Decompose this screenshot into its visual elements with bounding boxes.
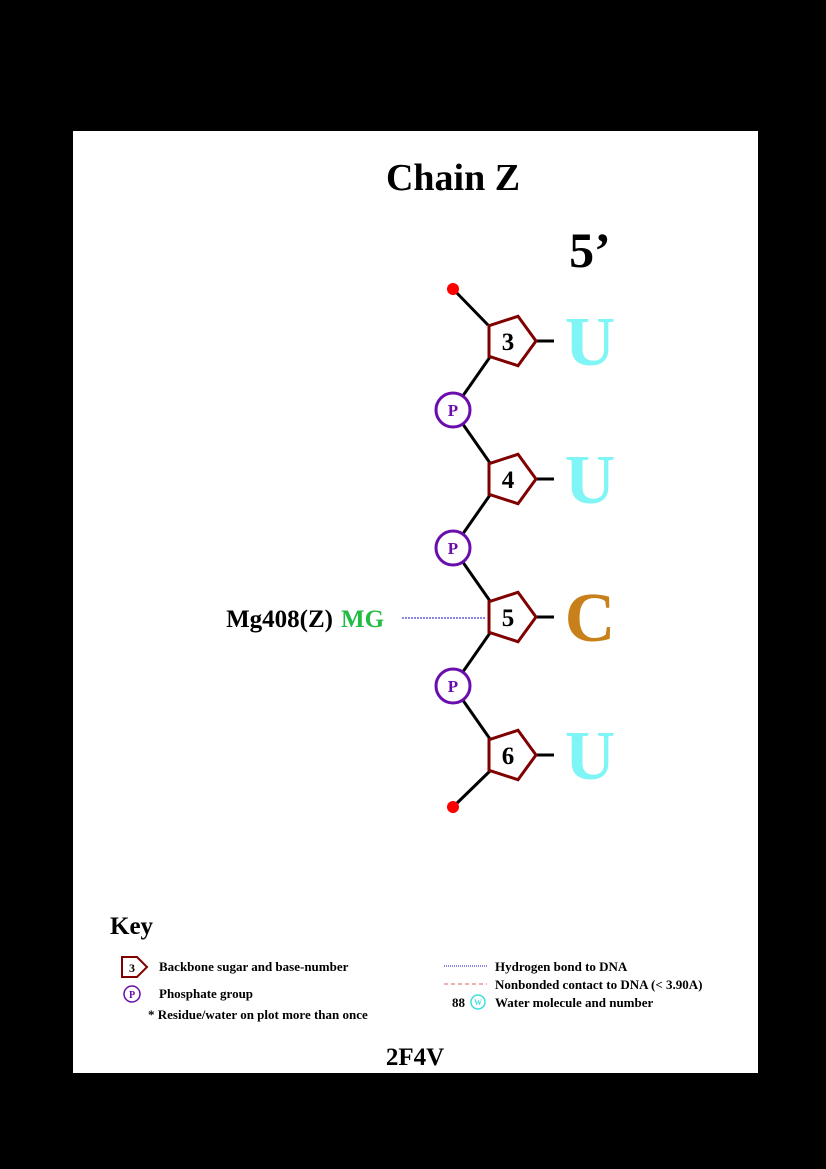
residue-number: 3 [502,329,515,356]
residue-number: 6 [502,743,515,770]
backbone: P P P [434,283,492,813]
base-letter: U [565,442,616,519]
key-water-label: Water molecule and number [495,995,654,1010]
backbone-bond [451,769,492,809]
base-letter: U [565,718,616,795]
sugar-pentagon [487,728,538,782]
key-phosphate-icon [123,985,141,1003]
residue-number: 5 [502,605,515,632]
key-multi-label: * Residue/water on plot more than once [148,1007,368,1022]
five-prime-label: 5’ [569,222,611,278]
base-letter: C [565,580,616,657]
key-phosphate-label: Phosphate group [159,986,253,1001]
key-heading: Key [110,913,154,940]
key-sugar-number: 3 [129,961,135,975]
backbone-bond [451,287,490,327]
phosphate-group [434,667,472,705]
key-water-number: 88 [452,995,466,1010]
phosphate-symbol: P [448,401,458,420]
terminal-5-prime-dot [447,283,459,295]
key-sugar-label: Backbone sugar and base-number [159,959,349,974]
key-nonbonded-label: Nonbonded contact to DNA (< 3.90A) [495,977,702,992]
diagram-panel [73,131,758,1073]
key-sugar-icon [121,956,149,978]
base-letter: U [565,304,616,381]
phosphate-group [434,391,472,429]
sugar-pentagon [487,452,538,506]
key-water-icon [470,994,486,1010]
ligand-name: Mg408(Z) [226,606,333,633]
phosphate-group [434,529,472,567]
terminal-3-prime-dot [447,801,459,813]
residue-number: 4 [502,467,515,494]
phosphate-symbol: P [448,539,458,558]
key-hbond-label: Hydrogen bond to DNA [495,959,628,974]
pdb-id: 2F4V [386,1044,444,1071]
key-phosphate-symbol: P [129,990,135,1001]
sugar-pentagon [487,314,538,368]
chain-title: Chain Z [386,157,520,199]
key-water-symbol: W [474,998,482,1007]
ligand-type: MG [341,606,384,633]
sugar-pentagon [487,590,538,644]
phosphate-symbol: P [448,677,458,696]
